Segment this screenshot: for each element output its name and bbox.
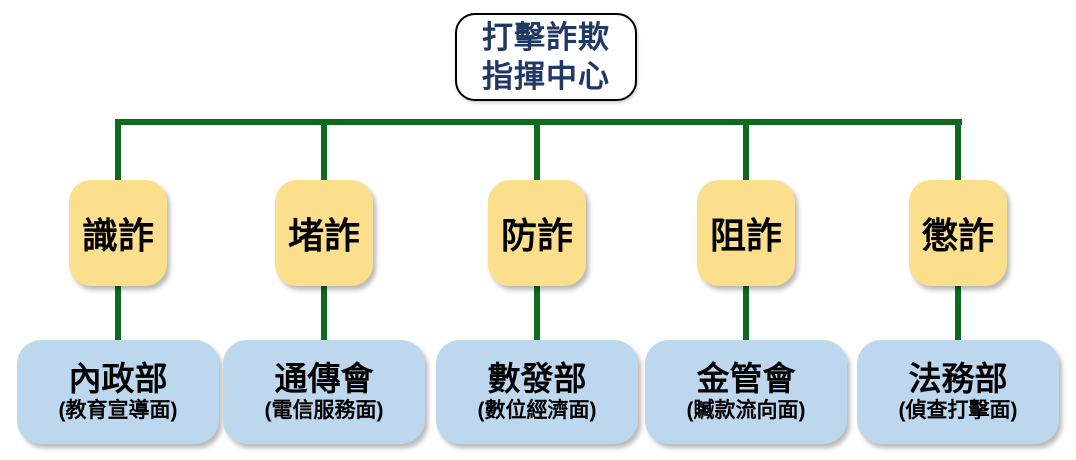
connector-line (955, 286, 961, 340)
agency-node: 金管會 (贓款流向面) (645, 340, 847, 444)
agency-label: 金管會 (696, 360, 796, 397)
agency-label: 通傳會 (274, 360, 374, 397)
branch-column-3: 防詐 數發部 (數位經濟面) (432, 119, 642, 444)
agency-node: 數發部 (數位經濟面) (436, 340, 638, 444)
agency-aspect-label: (偵查打擊面) (898, 399, 1018, 422)
agency-node: 法務部 (偵查打擊面) (857, 340, 1059, 444)
strategy-node: 懲詐 (909, 180, 1007, 286)
strategy-node: 防詐 (488, 180, 586, 286)
strategy-node: 阻詐 (697, 180, 795, 286)
agency-label: 數發部 (487, 360, 587, 397)
strategy-node: 識詐 (69, 180, 167, 286)
agency-node: 內政部 (教育宣導面) (17, 340, 219, 444)
strategy-label: 阻詐 (709, 215, 782, 256)
command-center-title-line1: 打擊詐欺 (482, 20, 610, 55)
connector-line (955, 119, 961, 180)
strategy-label: 堵詐 (287, 215, 360, 256)
connector-line (534, 119, 540, 180)
branch-column-1: 識詐 內政部 (教育宣導面) (13, 119, 223, 444)
agency-aspect-label: (電信服務面) (264, 399, 384, 422)
agency-aspect-label: (數位經濟面) (477, 399, 597, 422)
branch-column-5: 懲詐 法務部 (偵查打擊面) (853, 119, 1063, 444)
connector-line (743, 119, 749, 180)
agency-aspect-label: (教育宣導面) (58, 399, 178, 422)
command-center-title-line2: 指揮中心 (482, 59, 610, 94)
connector-line (321, 119, 327, 180)
agency-node: 通傳會 (電信服務面) (223, 340, 425, 444)
command-center-node: 打擊詐欺 指揮中心 (455, 13, 637, 101)
agency-label: 法務部 (908, 360, 1008, 397)
connector-line (743, 286, 749, 340)
connector-line (115, 286, 121, 340)
agency-aspect-label: (贓款流向面) (686, 399, 806, 422)
strategy-label: 防詐 (500, 215, 573, 256)
connector-line (321, 286, 327, 340)
connector-line (115, 119, 121, 180)
strategy-label: 懲詐 (921, 215, 994, 256)
trunk-connector-line (115, 119, 962, 125)
strategy-node: 堵詐 (275, 180, 373, 286)
branch-column-2: 堵詐 通傳會 (電信服務面) (219, 119, 429, 444)
strategy-label: 識詐 (81, 215, 154, 256)
connector-line (534, 286, 540, 340)
branch-column-4: 阻詐 金管會 (贓款流向面) (641, 119, 851, 444)
agency-label: 內政部 (68, 360, 168, 397)
